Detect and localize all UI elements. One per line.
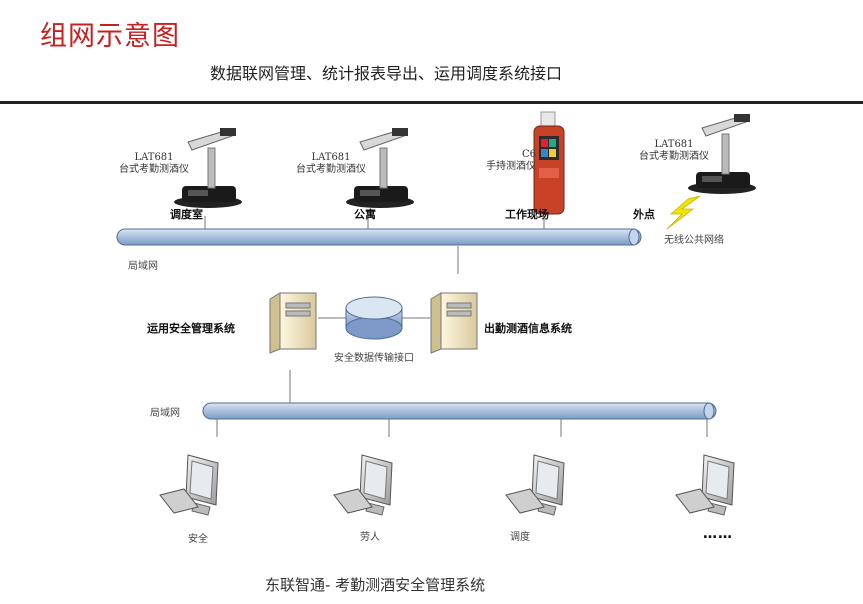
device-label: LAT681 台式考勤测酒仪 [628, 139, 720, 163]
device-drop-lines [204, 216, 545, 274]
page-subtitle: 数据联网管理、统计报表导出、运用调度系统接口 [210, 64, 563, 83]
handheld-breathalyzer-icon [533, 111, 565, 215]
left-server-label: 运用安全管理系统 [147, 322, 235, 335]
location-label: 调度室 [170, 208, 203, 221]
client-label: 劳人 [360, 532, 380, 543]
device-label: C6 手持测酒仪 [466, 149, 536, 173]
wireless-network-label: 无线公共网络 [664, 235, 724, 246]
device-model: C6 [521, 149, 536, 160]
device-model: LAT681 [654, 139, 694, 150]
left-server-icon [269, 292, 317, 354]
header-divider [0, 101, 863, 104]
desktop-breathalyzer-icon [174, 128, 242, 208]
bottom-lan-label: 局域网 [150, 408, 180, 419]
wireless-lightning-icon [666, 195, 701, 230]
desktop-breathalyzer-icon [688, 114, 756, 194]
interface-label: 安全数据传输接口 [334, 353, 414, 364]
footer-caption: 东联智通- 考勤测酒安全管理系统 [265, 576, 486, 594]
right-server-icon [430, 292, 478, 354]
data-interface-cylinder-icon [345, 296, 403, 340]
workstation-icon [333, 454, 393, 516]
workstation-icon [159, 454, 219, 516]
top-lan-label: 局域网 [128, 261, 158, 272]
device-name: 台式考勤测酒仪 [296, 164, 366, 175]
device-label: LAT681 台式考勤测酒仪 [285, 152, 377, 176]
device-model: LAT681 [311, 152, 351, 163]
client-label: 调度 [510, 532, 530, 543]
top-lan-pipe [116, 228, 642, 246]
location-label: 工作现场 [505, 208, 549, 221]
workstation-icon [505, 454, 565, 516]
device-name: 台式考勤测酒仪 [639, 151, 709, 162]
client-label: 安全 [188, 534, 208, 545]
server-lines [216, 317, 708, 437]
location-label: 外点 [633, 208, 655, 221]
device-model: LAT681 [134, 152, 174, 163]
right-server-label: 出勤测酒信息系统 [484, 322, 572, 335]
device-name: 手持测酒仪 [486, 161, 536, 172]
bottom-lan-pipe [202, 402, 717, 420]
device-name: 台式考勤测酒仪 [119, 164, 189, 175]
page-title: 组网示意图 [40, 21, 180, 52]
location-label: 公寓 [354, 208, 376, 221]
client-label-more: …… [703, 526, 733, 542]
desktop-breathalyzer-icon [346, 128, 414, 208]
device-label: LAT681 台式考勤测酒仪 [108, 152, 200, 176]
workstation-icon [675, 454, 735, 516]
